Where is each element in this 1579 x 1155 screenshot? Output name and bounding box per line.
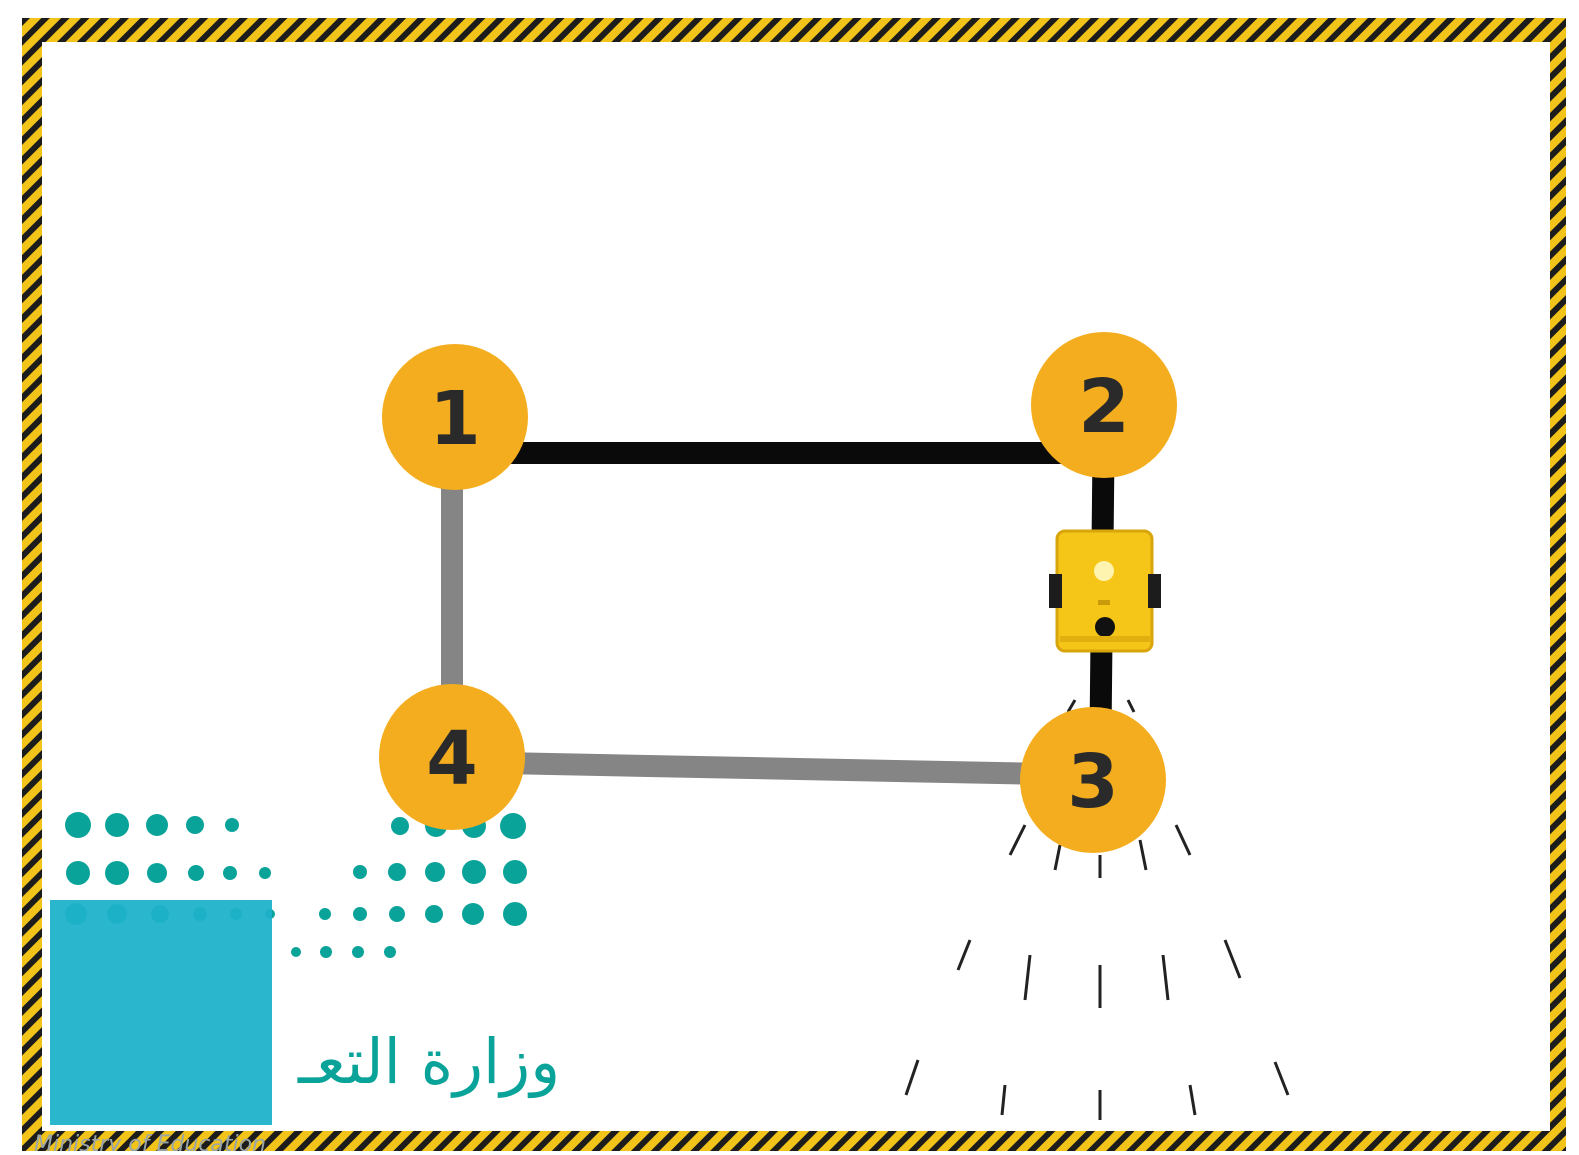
logo-dot xyxy=(388,863,406,881)
node-4: 4 xyxy=(379,684,525,830)
edge-3-4 xyxy=(451,751,1096,786)
logo-dot xyxy=(225,818,239,832)
node-1-label: 1 xyxy=(429,376,481,462)
node-3: 3 xyxy=(1020,707,1166,853)
node-3-label: 3 xyxy=(1067,739,1119,825)
node-1: 1 xyxy=(382,344,528,490)
logo-dot xyxy=(391,817,409,835)
node-2-label: 2 xyxy=(1078,364,1130,450)
logo-dot xyxy=(389,906,405,922)
ministry-logo-text: وزارة التعـ xyxy=(297,1025,560,1098)
logo-dot xyxy=(105,861,129,885)
logo-dot xyxy=(291,947,301,957)
node-4-label: 4 xyxy=(426,716,478,802)
logo-dot xyxy=(503,860,527,884)
logo-dot xyxy=(462,903,484,925)
logo-dot xyxy=(352,946,364,958)
logo-dot xyxy=(384,946,396,958)
logo-dot xyxy=(320,946,332,958)
logo-dot xyxy=(66,861,90,885)
logo-dot xyxy=(425,905,443,923)
logo-dot xyxy=(146,814,168,836)
logo-dot xyxy=(65,812,91,838)
logo-dot xyxy=(147,863,167,883)
logo-dot xyxy=(425,862,445,882)
logo-dot xyxy=(353,907,367,921)
motion-marks xyxy=(904,699,1290,1120)
logo-dot xyxy=(105,813,129,837)
logo-dot xyxy=(223,866,237,880)
logo-dot xyxy=(353,865,367,879)
logo-dot xyxy=(188,865,204,881)
logo-dot xyxy=(259,867,271,879)
robot-icon xyxy=(1049,529,1161,653)
logo-dot xyxy=(503,902,527,926)
ministry-logo-square xyxy=(50,900,272,1125)
logo-dot xyxy=(319,908,331,920)
logo-dot xyxy=(462,860,486,884)
logo-dot xyxy=(186,816,204,834)
node-2: 2 xyxy=(1031,332,1177,478)
logo-dot xyxy=(500,813,526,839)
ministry-logo-subtext: Ministry of Education xyxy=(34,1132,266,1151)
